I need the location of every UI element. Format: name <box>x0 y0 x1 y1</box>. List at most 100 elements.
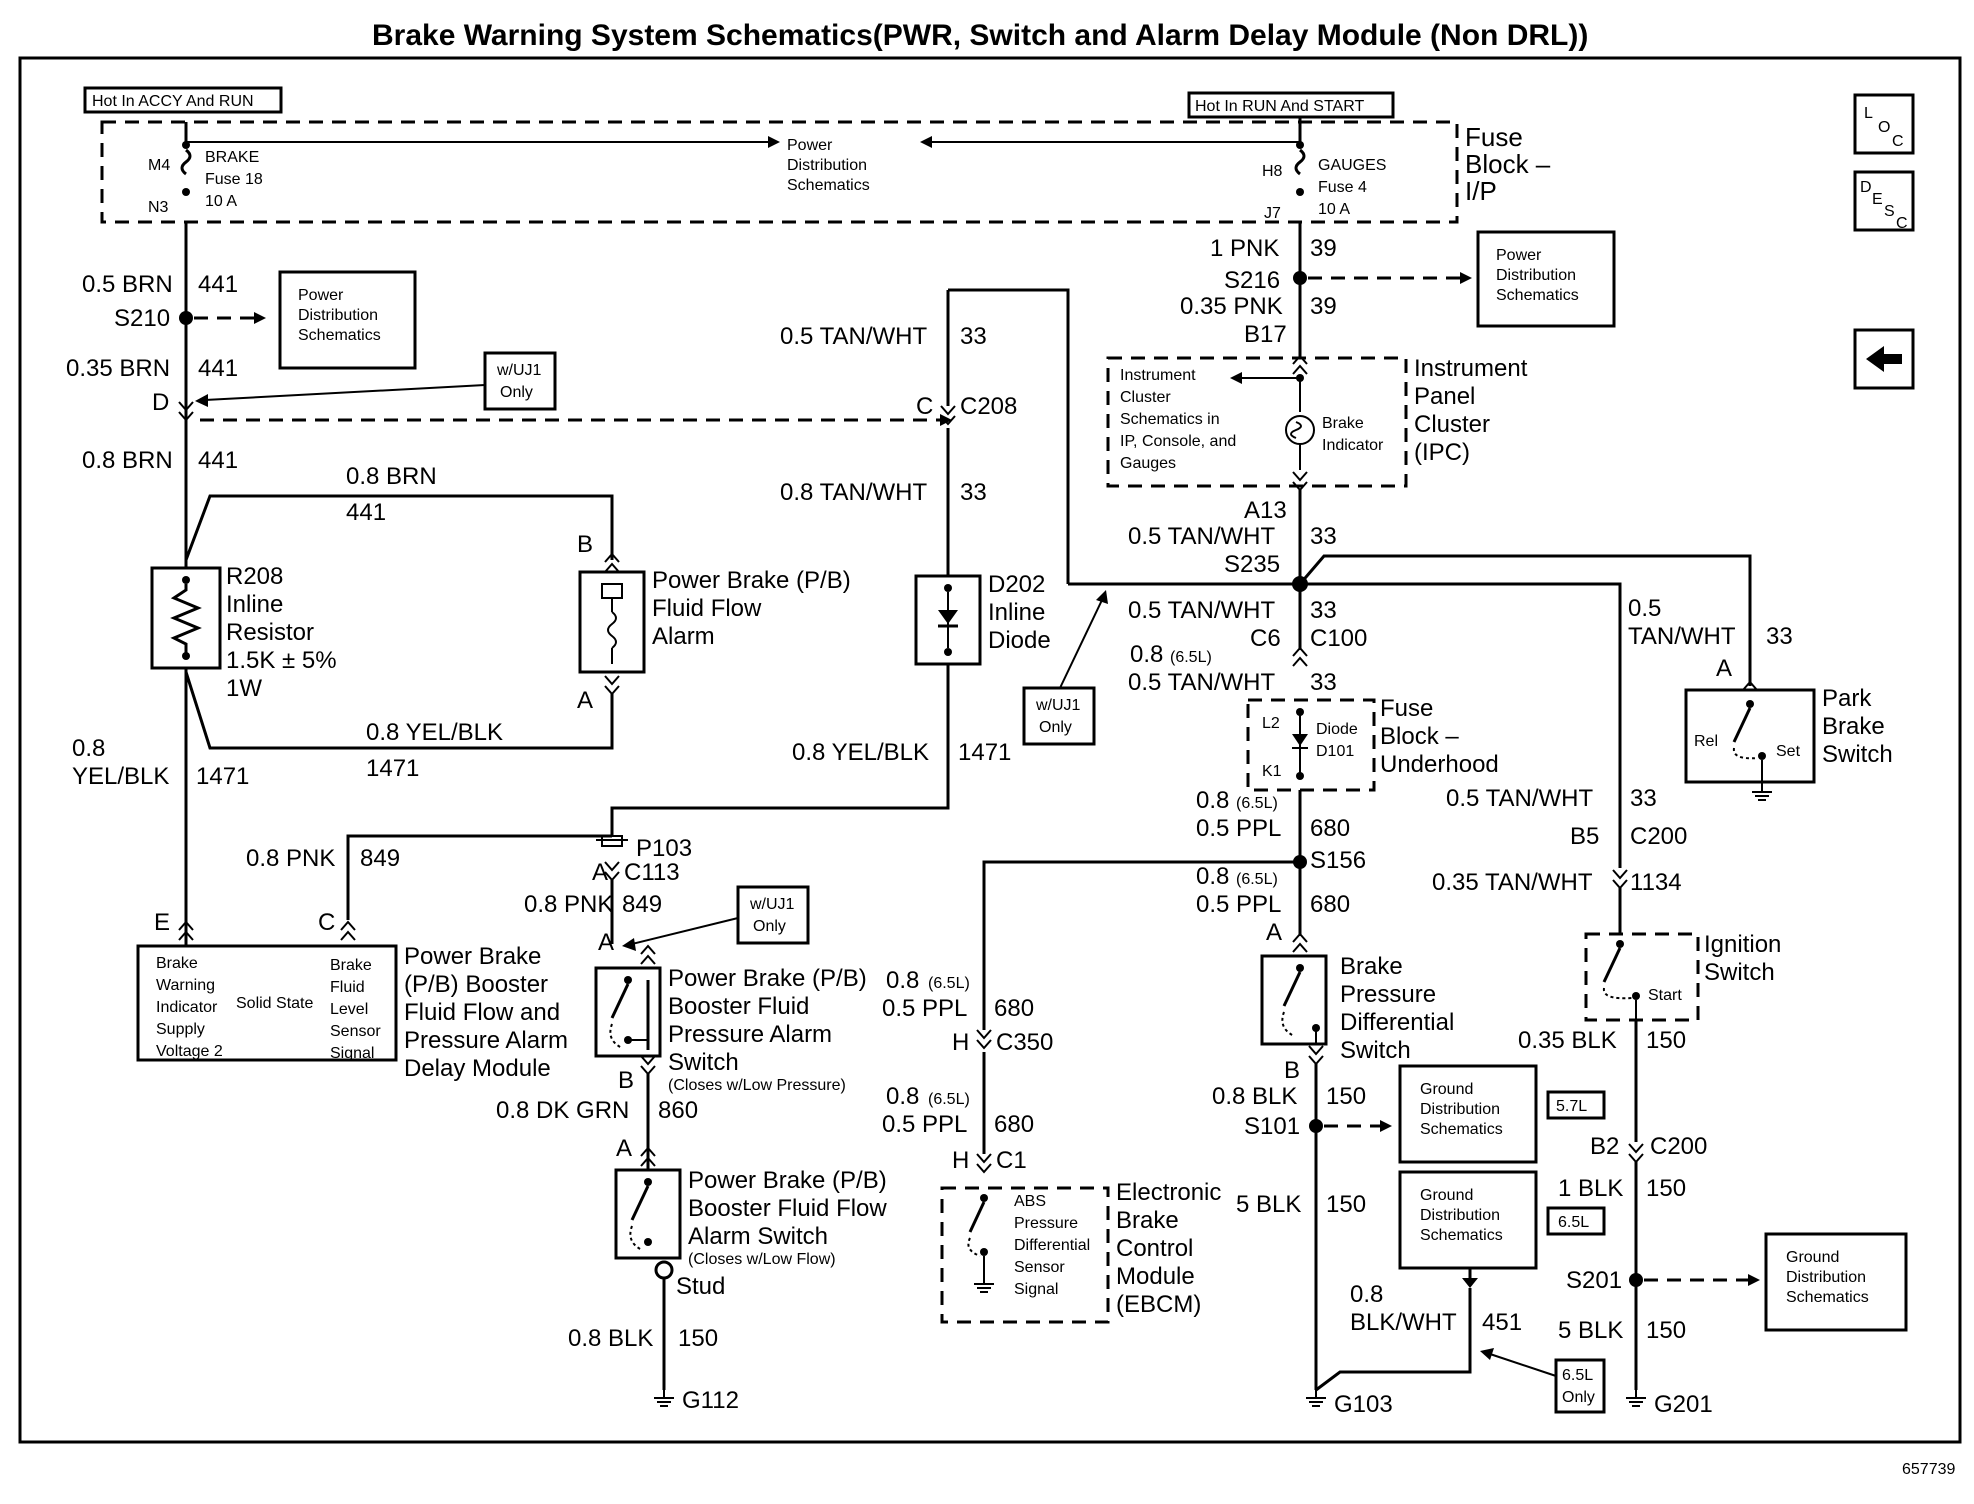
svg-text:Only: Only <box>1562 1389 1595 1406</box>
svg-text:Power Brake (P/B): Power Brake (P/B) <box>668 965 867 992</box>
hot-accy-label: Hot In ACCY And RUN <box>92 93 254 110</box>
sw2-pin-a: A <box>616 1135 632 1162</box>
svg-text:Ground: Ground <box>1420 1081 1473 1098</box>
svg-text:(EBCM): (EBCM) <box>1116 1291 1201 1318</box>
splice-s201 <box>1629 1273 1643 1287</box>
desc-icon[interactable]: D E S C <box>1853 170 1915 232</box>
c1-label: C1 <box>996 1147 1027 1174</box>
svg-text:Panel: Panel <box>1414 383 1475 410</box>
back-arrow-icon[interactable] <box>1853 328 1915 390</box>
brake-pressure-differential-switch <box>1260 954 1328 1046</box>
tag-57l <box>1546 1090 1606 1120</box>
connector-d-label: D <box>152 389 169 416</box>
ebcm-w1-circuit: 680 <box>994 995 1034 1022</box>
ground-distribution-ref-s101[interactable]: Ground Distribution Schematics <box>1398 1064 1538 1164</box>
pb-booster-pressure-switch <box>594 966 662 1058</box>
ignition-switch: Start <box>1584 932 1700 1022</box>
wire-441-a-gauge: 0.5 BRN <box>82 271 173 298</box>
park-brake-label: Park Brake Switch <box>1822 685 1893 768</box>
ebcm-w1-gauge: 0.8 <box>886 967 919 994</box>
wire-33-a-circuit: 33 <box>960 323 987 350</box>
wire-441-b-circuit: 441 <box>198 355 238 382</box>
pb-booster-flow-switch <box>614 1168 682 1260</box>
svg-text:Only: Only <box>1039 719 1072 736</box>
a13-label: A13 <box>1244 497 1287 524</box>
wire-849-b-gauge: 0.8 PNK <box>524 891 613 918</box>
wire-150-d-gauge: 0.35 BLK <box>1518 1027 1617 1054</box>
ebcm-w2-opt: (6.5L) <box>928 1091 970 1108</box>
bpd-pin-a: A <box>1266 919 1282 946</box>
power-distribution-ref-top[interactable]: Power Distribution Schematics <box>787 137 870 194</box>
sw2-label: Power Brake (P/B) Booster Fluid Flow Ala… <box>688 1167 887 1268</box>
svg-text:D101: D101 <box>1316 743 1354 760</box>
wire-150-a-circuit: 150 <box>678 1325 718 1352</box>
svg-text:Fuse: Fuse <box>1465 122 1523 152</box>
hot-run-label: Hot In RUN And START <box>1195 98 1364 115</box>
wire-39-b-gauge: 0.35 PNK <box>1180 293 1283 320</box>
c350-pin-h: H <box>952 1029 969 1056</box>
c350-label: C350 <box>996 1029 1053 1056</box>
svg-text:Level: Level <box>330 1001 368 1018</box>
svg-text:BRAKE: BRAKE <box>205 149 259 166</box>
loc-icon[interactable]: L O C <box>1853 93 1915 155</box>
wire-849-b-circuit: 849 <box>622 891 662 918</box>
svg-text:Schematics in: Schematics in <box>1120 411 1220 428</box>
svg-text:Cluster: Cluster <box>1120 389 1171 406</box>
bpd-label: Brake Pressure Differential Switch <box>1340 953 1454 1064</box>
ebcm-module: ABS Pressure Differential Sensor Signal <box>940 1186 1110 1324</box>
hot-run-tag <box>1187 91 1395 119</box>
power-distribution-ref-s216[interactable]: Power Distribution Schematics <box>1476 230 1616 328</box>
wire-680-a-color: 0.5 PPL <box>1196 815 1281 842</box>
svg-text:Ground: Ground <box>1786 1249 1839 1266</box>
svg-text:Park: Park <box>1822 685 1872 712</box>
fuse-block-ip <box>100 120 1459 224</box>
wire-33-d-circuit: 33 <box>1310 597 1337 624</box>
svg-text:Brake: Brake <box>1340 953 1403 980</box>
ground-g103-label: G103 <box>1334 1391 1393 1418</box>
connector-c-label: C <box>916 393 933 420</box>
svg-text:Schematics: Schematics <box>1496 287 1579 304</box>
wire-680-a-circuit: 680 <box>1310 815 1350 842</box>
tag-57l-label: 5.7L <box>1556 1098 1587 1115</box>
svg-text:Distribution: Distribution <box>1786 1269 1866 1286</box>
svg-text:C: C <box>1892 133 1904 150</box>
svg-text:Power: Power <box>1496 247 1542 264</box>
ground-distribution-ref-65[interactable]: Ground Distribution Schematics <box>1398 1170 1538 1270</box>
r208-label: R208 Inline Resistor 1.5K ± 5% 1W <box>226 563 337 702</box>
wire-1471-c-gauge: 0.8 YEL/BLK <box>792 739 929 766</box>
wire-33-f-color: TAN/WHT <box>1628 623 1736 650</box>
wire-1471-a-gauge: 0.8 YEL/BLK <box>366 719 503 746</box>
wire-39-a-circuit: 39 <box>1310 235 1337 262</box>
uj1-note-right: w/UJ1 Only <box>1022 686 1096 746</box>
svg-text:w/UJ1: w/UJ1 <box>1035 697 1081 714</box>
wire-33-c-circuit: 33 <box>1310 523 1337 550</box>
svg-text:Fluid Flow: Fluid Flow <box>652 595 762 622</box>
svg-text:Block –: Block – <box>1380 723 1459 750</box>
svg-text:10 A: 10 A <box>1318 201 1350 218</box>
c200-pin-b2: B2 <box>1590 1133 1619 1160</box>
park-brake-switch: Rel Set <box>1684 688 1816 784</box>
sw1-pin-a: A <box>598 929 614 956</box>
svg-text:Underhood: Underhood <box>1380 751 1499 778</box>
connector-c208-label: C208 <box>960 393 1017 420</box>
splice-s156-label: S156 <box>1310 847 1366 874</box>
svg-text:IP, Console, and: IP, Console, and <box>1120 433 1236 450</box>
splice-s235-label: S235 <box>1224 551 1280 578</box>
wire-33-g-circuit: 33 <box>1630 785 1657 812</box>
svg-text:Power: Power <box>298 287 344 304</box>
power-distribution-ref-s210[interactable]: Power Distribution Schematics <box>278 270 417 370</box>
svg-text:Cluster: Cluster <box>1414 411 1490 438</box>
only-65l-note: 6.5L Only <box>1554 1358 1606 1414</box>
wire-150-f-gauge: 5 BLK <box>1558 1317 1623 1344</box>
ground-distribution-ref-s201[interactable]: Ground Distribution Schematics <box>1764 1232 1908 1332</box>
wire-680-b-opt: (6.5L) <box>1236 871 1278 888</box>
splice-s210-label: S210 <box>114 305 170 332</box>
svg-text:O: O <box>1878 119 1890 136</box>
splice-s201-label: S201 <box>1566 1267 1622 1294</box>
module-pin-c: C <box>318 909 335 936</box>
wire-33-b-gauge: 0.8 TAN/WHT <box>780 479 927 506</box>
inline-diode-d202 <box>914 574 982 666</box>
p103 <box>596 835 628 847</box>
svg-text:Fuse 4: Fuse 4 <box>1318 179 1367 196</box>
